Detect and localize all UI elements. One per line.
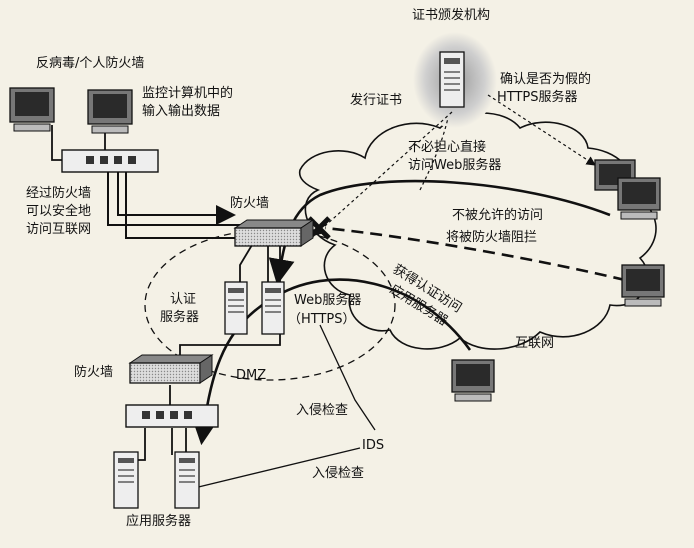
pc-icon xyxy=(617,177,661,220)
server-icon xyxy=(174,451,200,509)
dmz-label: DMZ xyxy=(236,368,267,383)
blocked-label-2: 将被防火墙阻拦 xyxy=(446,230,538,245)
blocked-label-1: 不被允许的访问 xyxy=(452,208,544,223)
server-icon xyxy=(439,51,465,108)
safe-label-2: 可以安全地 xyxy=(26,204,92,219)
firewall-icon xyxy=(233,219,315,247)
dmz-zone xyxy=(144,229,396,381)
pc-icon xyxy=(621,264,665,307)
confirm-label-1: 确认是否为假的 xyxy=(500,72,592,87)
web-server-label-1: Web服务器 xyxy=(294,293,362,308)
ids-label: IDS xyxy=(362,438,385,453)
hub-icon xyxy=(61,149,159,173)
arrow-blocked xyxy=(324,226,626,282)
web-server-label-2: （HTTPS） xyxy=(288,312,356,327)
app-server-label: 应用服务器 xyxy=(126,514,192,529)
hub-icon xyxy=(125,404,219,428)
pc-icon xyxy=(451,359,495,402)
monitor-label-2: 输入输出数据 xyxy=(142,104,221,119)
no-worry-label-2: 访问Web服务器 xyxy=(408,158,502,173)
confirm-label-2: HTTPS服务器 xyxy=(497,90,578,105)
intrusion-check-label-2: 入侵检查 xyxy=(312,466,365,481)
firewall-bottom-label: 防火墙 xyxy=(74,365,114,380)
monitor-label-1: 监控计算机中的 xyxy=(142,86,234,101)
antivirus-label: 反病毒/个人防火墙 xyxy=(36,56,145,71)
server-icon xyxy=(113,451,139,509)
auth-server-label-2: 服务器 xyxy=(160,310,200,325)
firewall-icon xyxy=(128,354,214,384)
pc-icon xyxy=(594,159,636,191)
no-worry-label-1: 不必担心直接 xyxy=(408,140,487,155)
issue-cert-label: 发行证书 xyxy=(350,93,403,108)
pc-icon xyxy=(9,87,55,132)
intrusion-check-label-1: 入侵检查 xyxy=(296,403,349,418)
server-icon xyxy=(261,281,285,335)
server-icon xyxy=(224,281,248,335)
safe-label-3: 访问互联网 xyxy=(26,222,92,237)
ca-label: 证书颁发机构 xyxy=(412,8,491,23)
pc-icon xyxy=(87,89,133,134)
auth-server-label-1: 认证 xyxy=(170,292,197,307)
firewall-top-label: 防火墙 xyxy=(230,196,270,211)
safe-label-1: 经过防火墙 xyxy=(26,186,92,201)
internet-label: 互联网 xyxy=(515,336,555,351)
